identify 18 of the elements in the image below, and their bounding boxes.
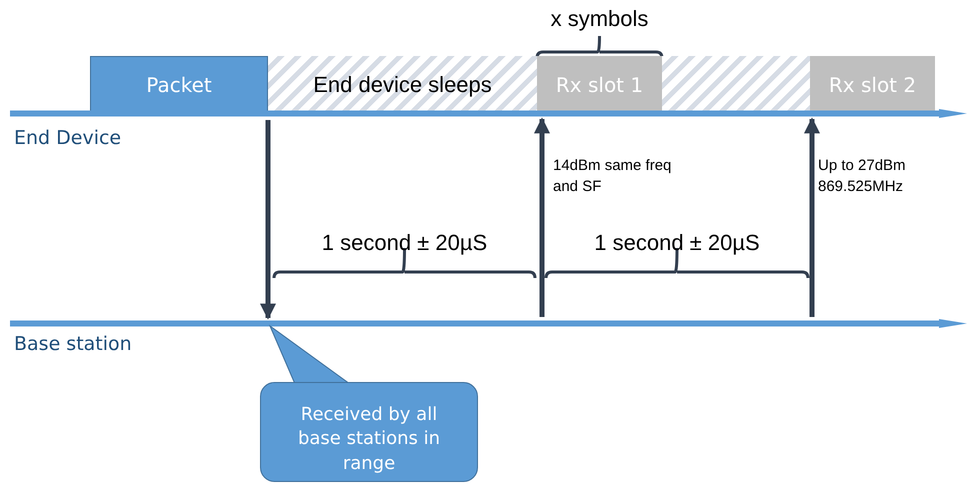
timeline-label: Base station	[14, 333, 132, 355]
box-label: Rx slot 1	[556, 72, 644, 96]
arrow	[260, 120, 276, 320]
box-label: Rx slot 2	[828, 72, 916, 96]
arrow	[534, 117, 550, 317]
timing-label: 1 second ± 20µS	[593, 230, 761, 256]
rx-slot-box	[537, 56, 662, 113]
timeline-label: End Device	[14, 127, 122, 149]
box-label: End device sleeps	[313, 72, 492, 98]
callout-text: Received by all base stations in range	[296, 403, 442, 476]
arrow	[804, 117, 820, 317]
timing-label: 1 second ± 20µS	[320, 230, 488, 256]
sleep-band	[268, 56, 537, 113]
timing-label: x symbols	[550, 6, 650, 32]
rx-slot-box	[810, 56, 935, 113]
packet-box	[90, 56, 268, 113]
box-label: Packet	[146, 72, 212, 96]
sleep-band	[662, 56, 810, 113]
